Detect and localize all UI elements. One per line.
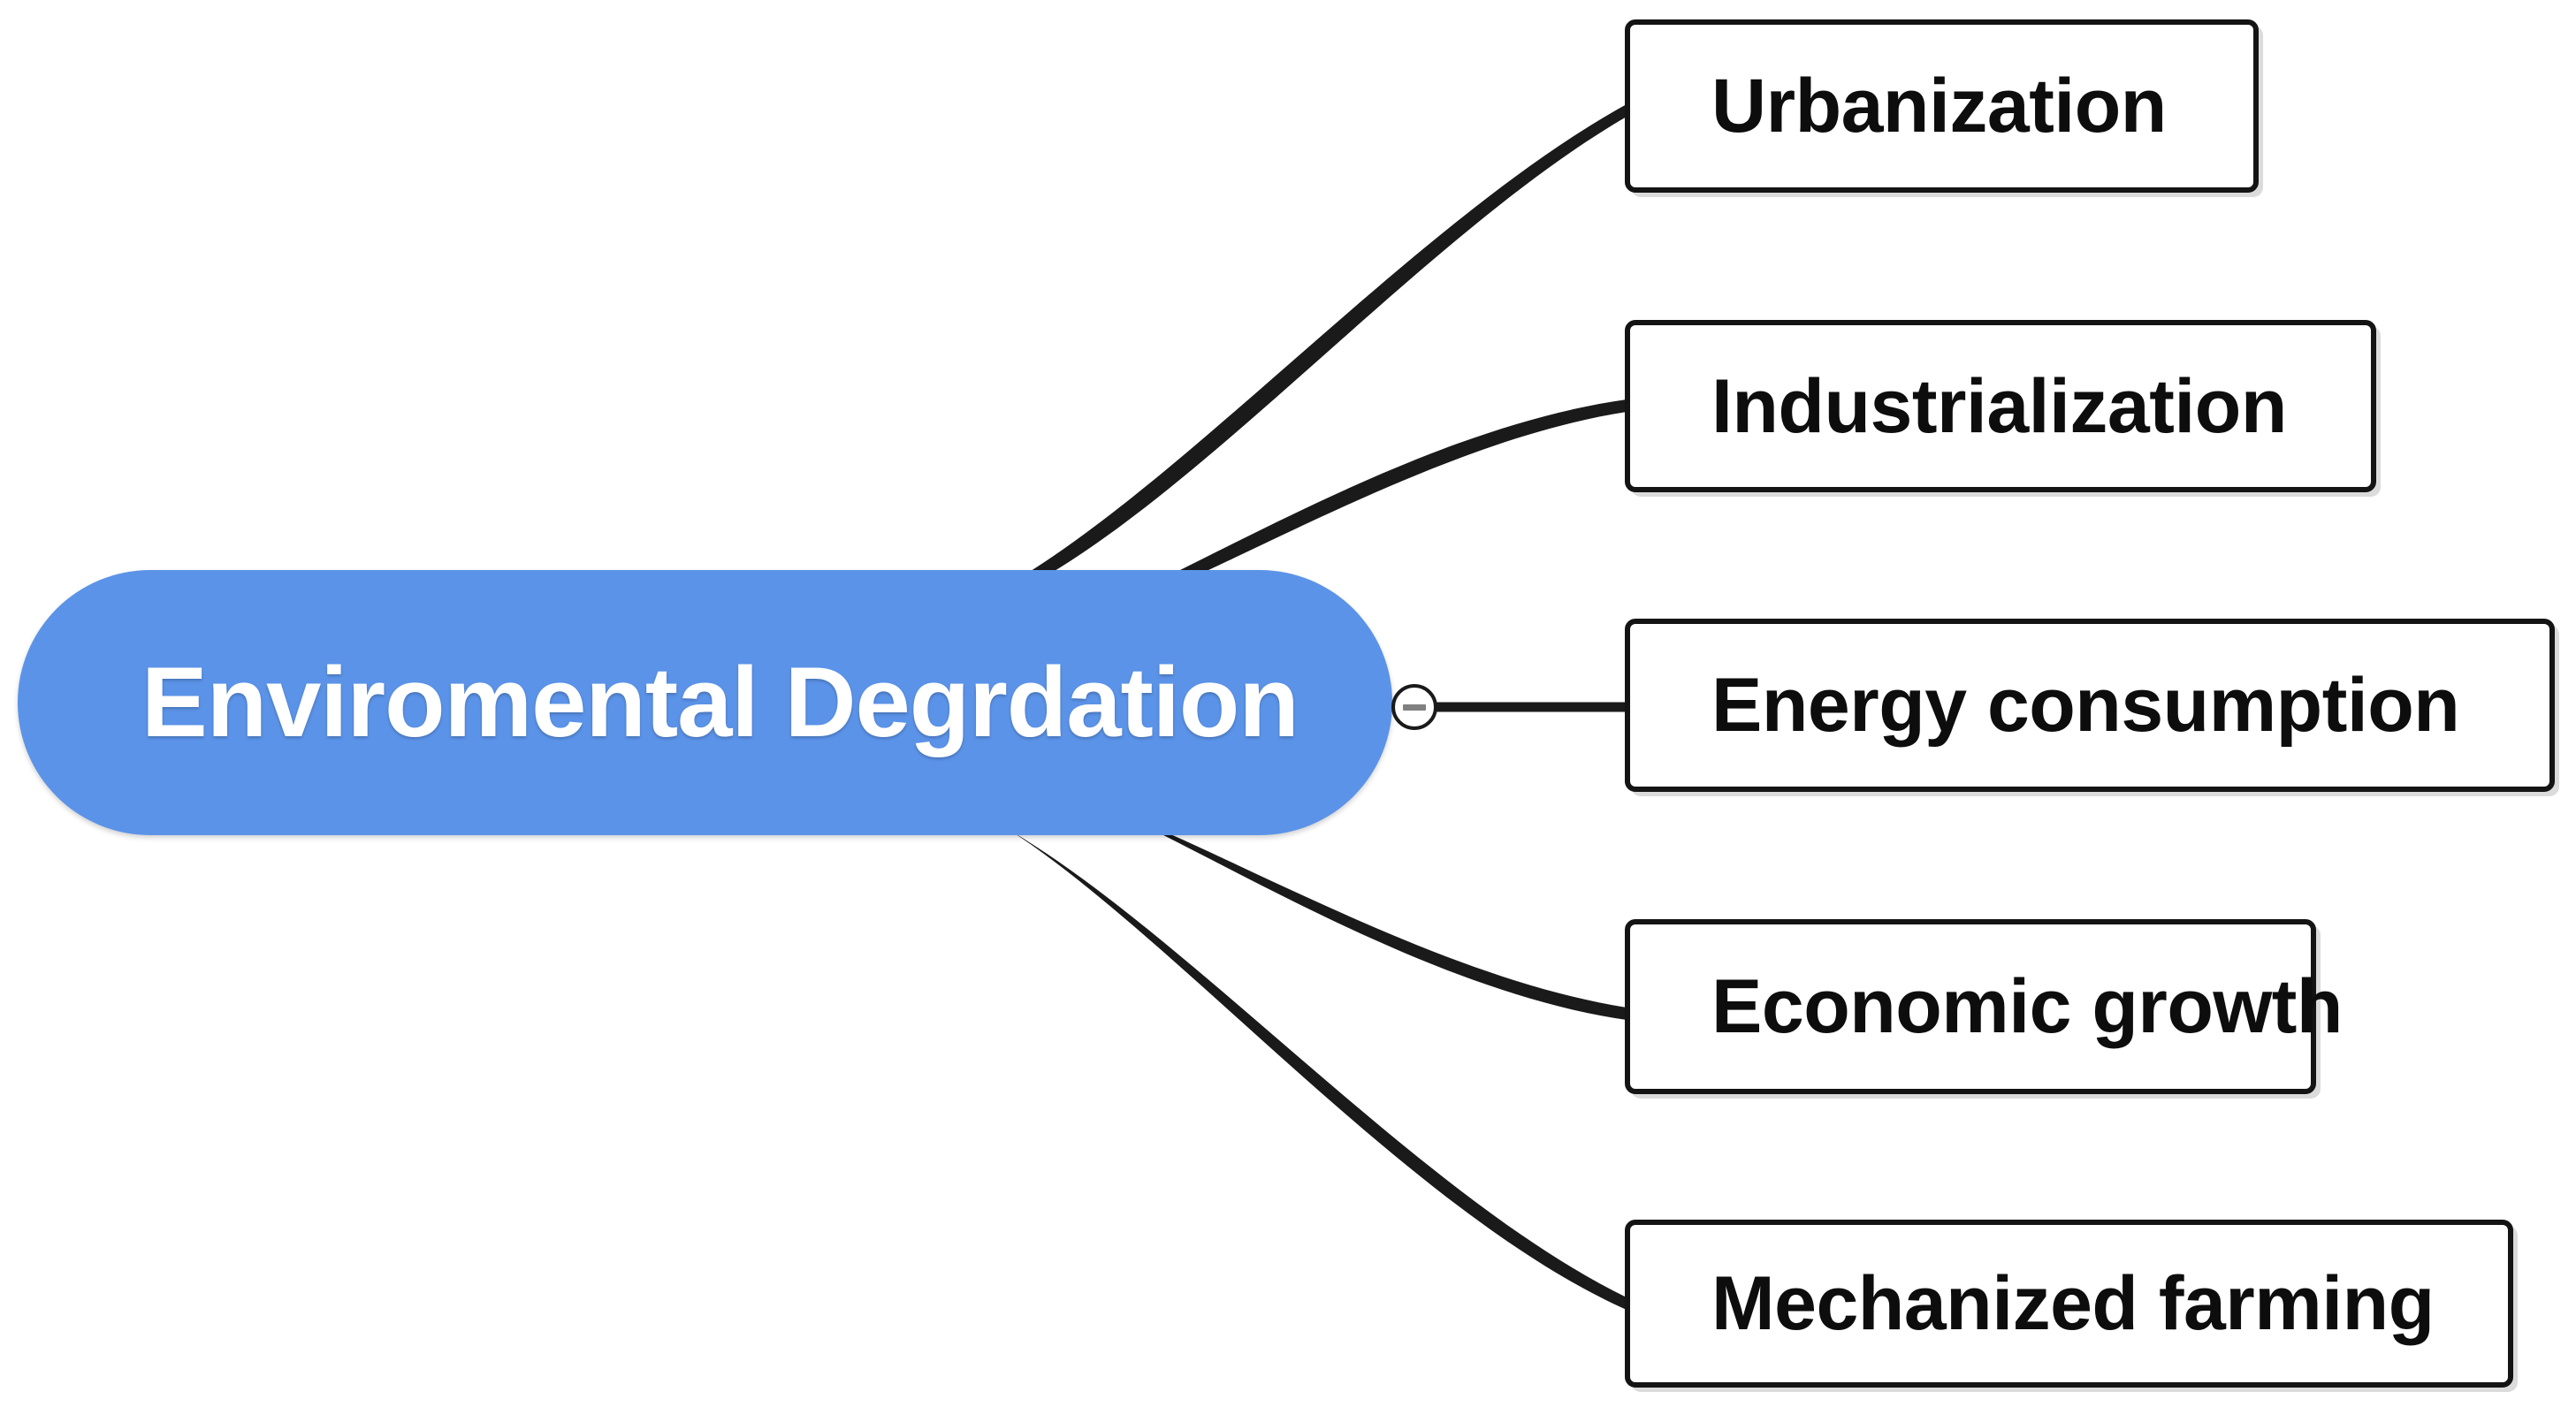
collapse-toggle-minus-circle-icon[interactable] bbox=[1391, 684, 1437, 730]
connector-mechanized-farming bbox=[992, 820, 1627, 1310]
branch-node-label: Mechanized farming bbox=[1711, 1261, 2435, 1346]
minus-icon bbox=[1403, 704, 1426, 711]
connector-urbanization bbox=[992, 104, 1627, 599]
connector-economic-growth bbox=[1139, 820, 1627, 1020]
branch-node-mechanized-farming[interactable]: Mechanized farming bbox=[1625, 1220, 2513, 1388]
branch-node-label: Urbanization bbox=[1711, 64, 2167, 148]
branch-node-economic-growth[interactable]: Economic growth bbox=[1625, 919, 2343, 1094]
branch-node-label: Economic growth bbox=[1711, 964, 2343, 1049]
branch-node-energy-consumption[interactable]: Energy consumption bbox=[1625, 619, 2555, 792]
branch-node-label: Industrialization bbox=[1711, 363, 2287, 449]
root-node-label: Enviromental Degrdation bbox=[141, 647, 1299, 757]
connector-industrialization bbox=[1139, 399, 1627, 597]
branch-node-industrialization[interactable]: Industrialization bbox=[1625, 320, 2376, 492]
branch-node-urbanization[interactable]: Urbanization bbox=[1625, 19, 2259, 193]
branch-node-label: Energy consumption bbox=[1711, 663, 2460, 748]
root-node[interactable]: Enviromental Degrdation bbox=[18, 570, 1392, 835]
